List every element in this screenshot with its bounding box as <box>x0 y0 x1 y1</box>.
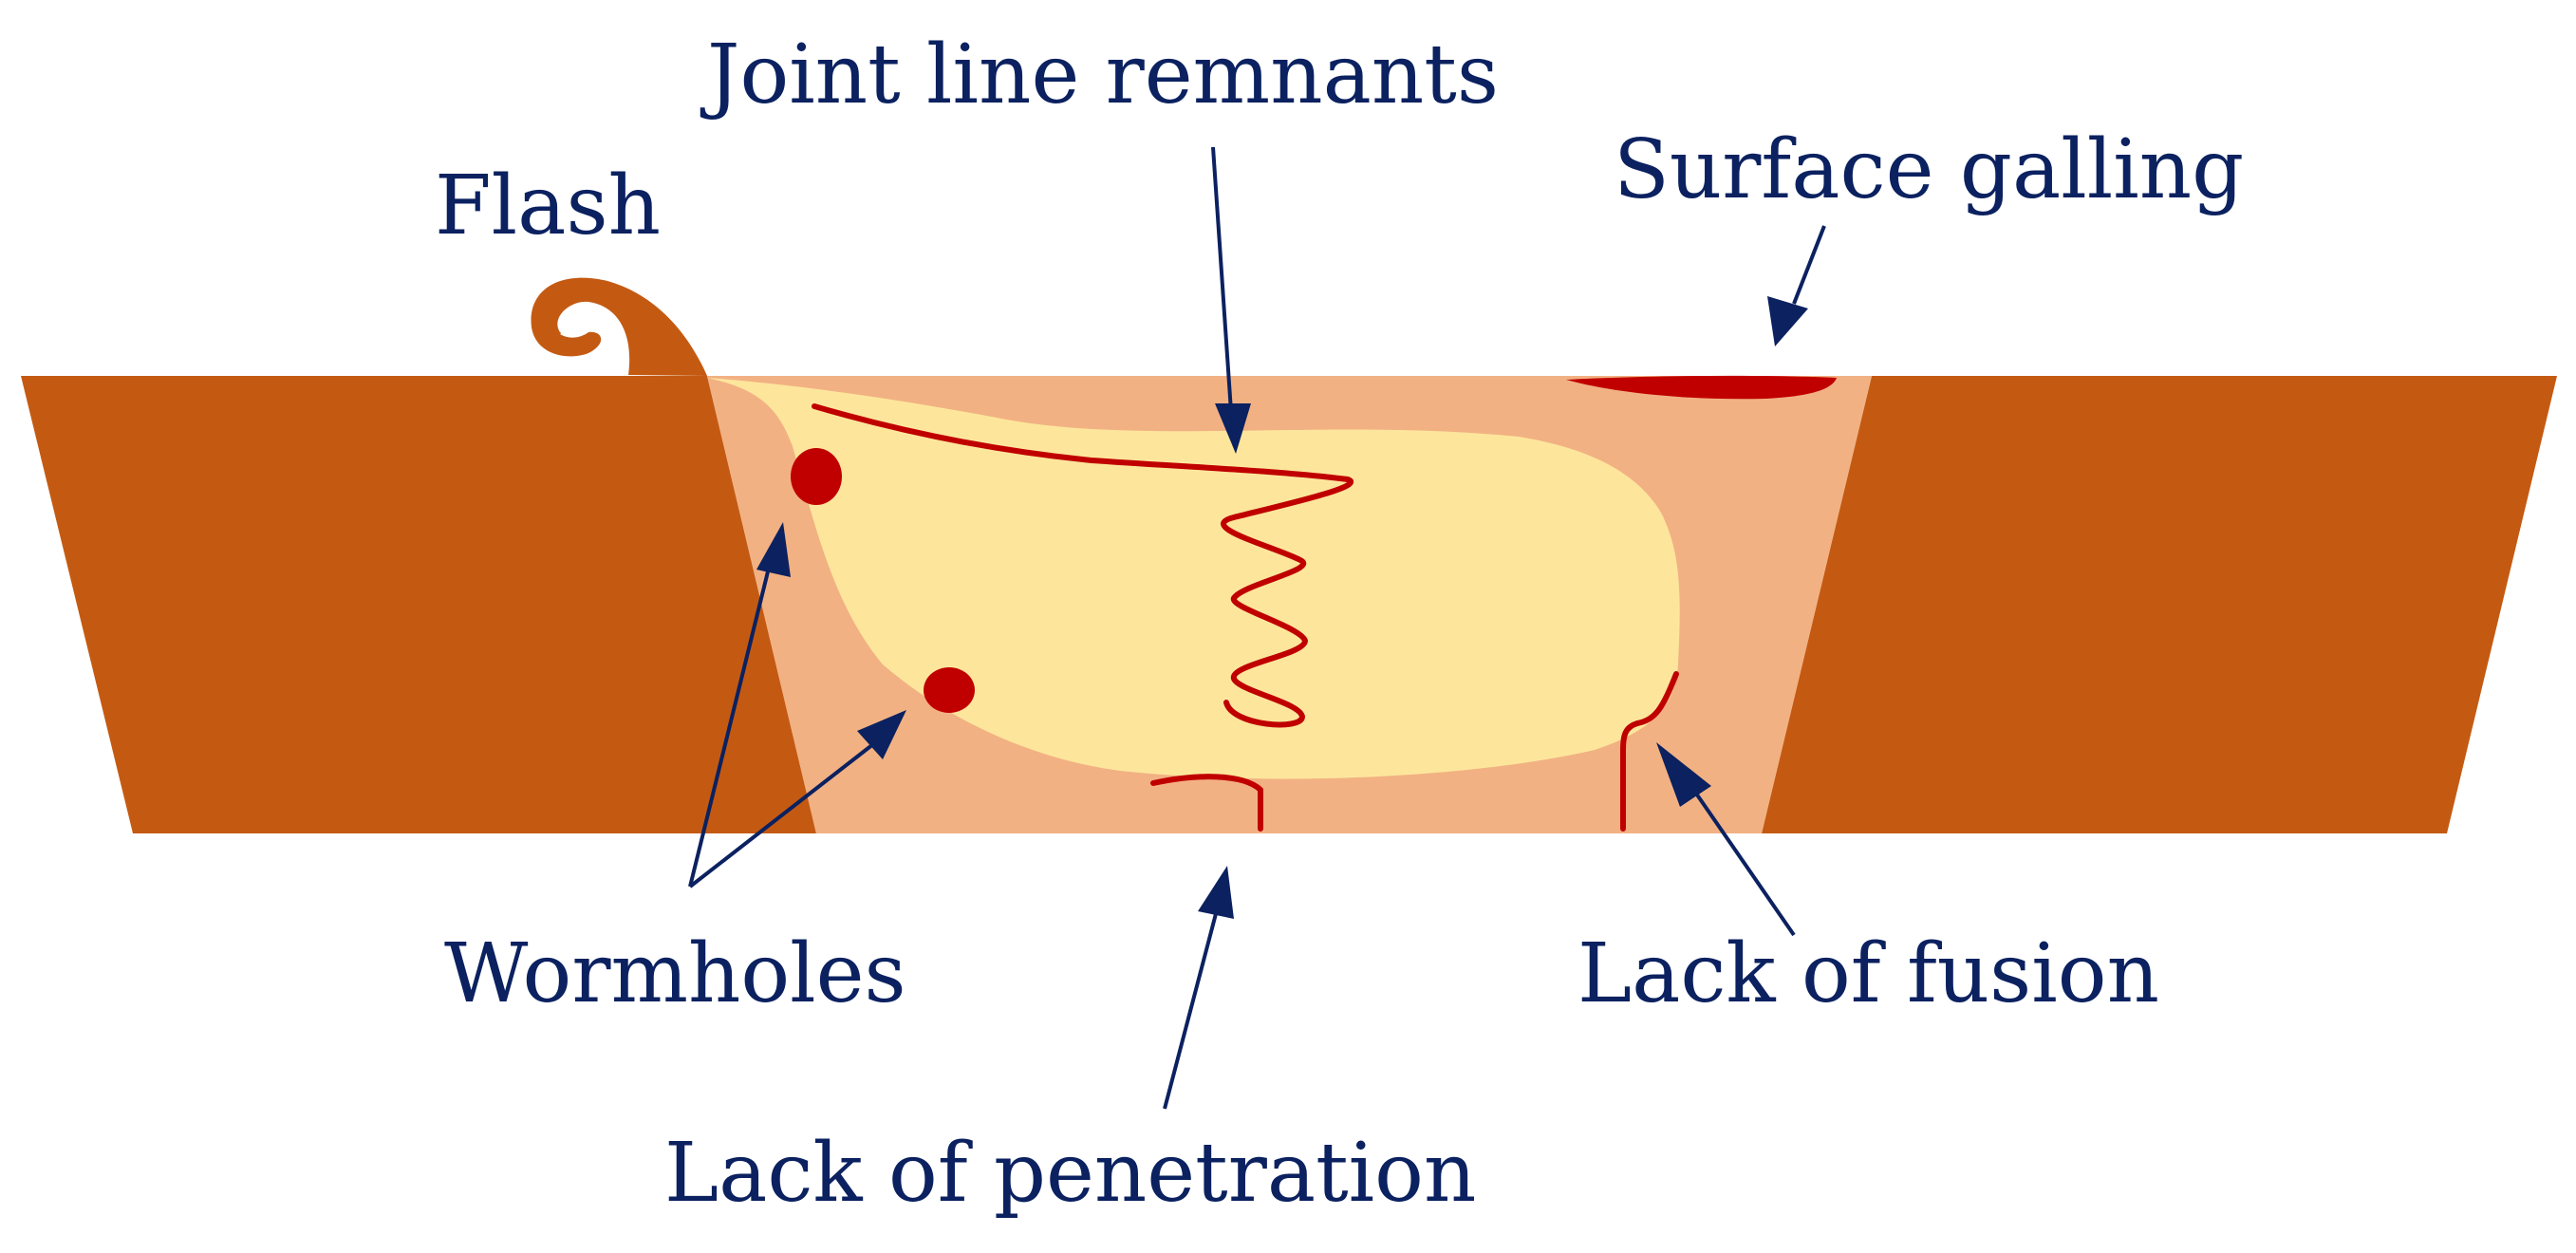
arrow-joint-line <box>1211 146 1234 426</box>
arrow-lack-of-fusion-head <box>1656 742 1711 807</box>
arrow-lack-of-penetration <box>1163 906 1220 1110</box>
arrow-surface-galling <box>1792 225 1826 305</box>
arrow-lack-of-penetration-head <box>1198 866 1234 919</box>
flash-curl <box>531 277 707 376</box>
flash-curl-inner <box>560 327 588 338</box>
label-joint-line-remnants: Joint line remnants <box>700 28 1499 122</box>
lack-of-penetration-line <box>1150 774 1263 832</box>
arrow-wormhole-upper <box>688 559 773 888</box>
wormhole-upper <box>791 448 842 505</box>
label-lack-of-penetration: Lack of penetration <box>664 1126 1476 1221</box>
arrow-wormhole-upper-head <box>756 522 791 577</box>
label-lack-of-fusion: Lack of fusion <box>1577 926 2159 1021</box>
arrow-wormhole-lower-head <box>857 710 906 759</box>
arrow-lack-of-fusion <box>1690 786 1796 937</box>
surface-galling-streak <box>1566 375 1837 400</box>
arrow-surface-galling-head <box>1767 296 1808 346</box>
wormhole-lower <box>924 667 975 713</box>
label-flash: Flash <box>435 159 661 253</box>
left-base-metal-plate <box>21 376 816 833</box>
arrows <box>688 146 1826 1110</box>
right-base-metal-plate <box>1762 376 2557 833</box>
arrow-wormhole-lower <box>688 742 875 888</box>
lack-of-fusion-line <box>1620 671 1679 832</box>
arrow-joint-line-head <box>1215 403 1251 454</box>
label-surface-galling: Surface galling <box>1614 122 2244 217</box>
joint-line-remnant <box>812 403 1353 728</box>
label-wormholes: Wormholes <box>444 926 906 1021</box>
